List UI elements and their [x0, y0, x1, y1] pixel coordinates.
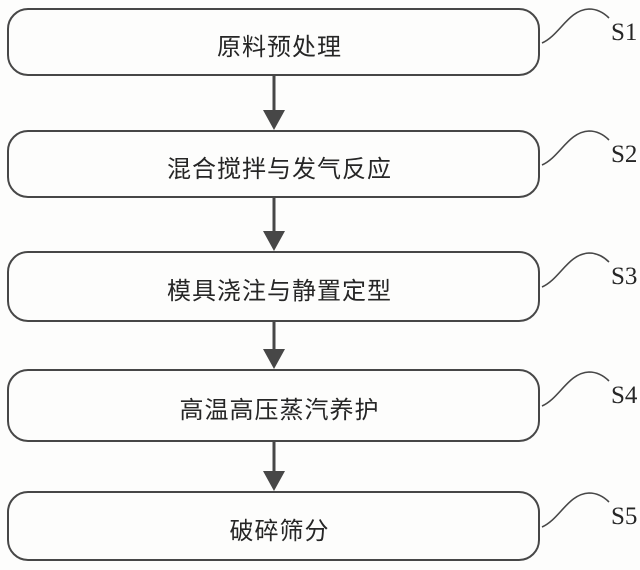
step-label-1: 原料预处理 — [217, 34, 342, 61]
flow-step-box-5: 破碎筛分 — [7, 491, 540, 561]
leader-line-1 — [541, 8, 610, 44]
leader-line-4 — [541, 371, 610, 407]
flow-step-box-4: 高温高压蒸汽养护 — [7, 369, 540, 442]
step-tag-s3: S3 — [611, 263, 638, 290]
step-tag-s1: S1 — [611, 19, 638, 46]
step-label-5: 破碎筛分 — [229, 518, 330, 545]
leader-line-2 — [541, 130, 610, 166]
down-arrow-3 — [263, 320, 285, 369]
step-tag-s2: S2 — [611, 141, 638, 168]
step-label-4: 高温高压蒸汽养护 — [179, 398, 380, 424]
flow-step-box-2: 混合搅拌与发气反应 — [7, 130, 540, 198]
down-arrow-1 — [263, 74, 285, 130]
step-label-3: 模具浇注与静置定型 — [167, 279, 392, 305]
step-tag-s5: S5 — [611, 503, 638, 530]
down-arrow-4 — [263, 440, 285, 491]
flow-step-box-3: 模具浇注与静置定型 — [7, 251, 540, 322]
step-label-2: 混合搅拌与发气反应 — [167, 156, 392, 183]
leader-line-3 — [541, 252, 610, 288]
leader-line-5 — [541, 492, 610, 528]
flow-step-box-1: 原料预处理 — [7, 8, 540, 76]
down-arrow-2 — [263, 196, 285, 251]
step-tag-s4: S4 — [611, 382, 638, 409]
